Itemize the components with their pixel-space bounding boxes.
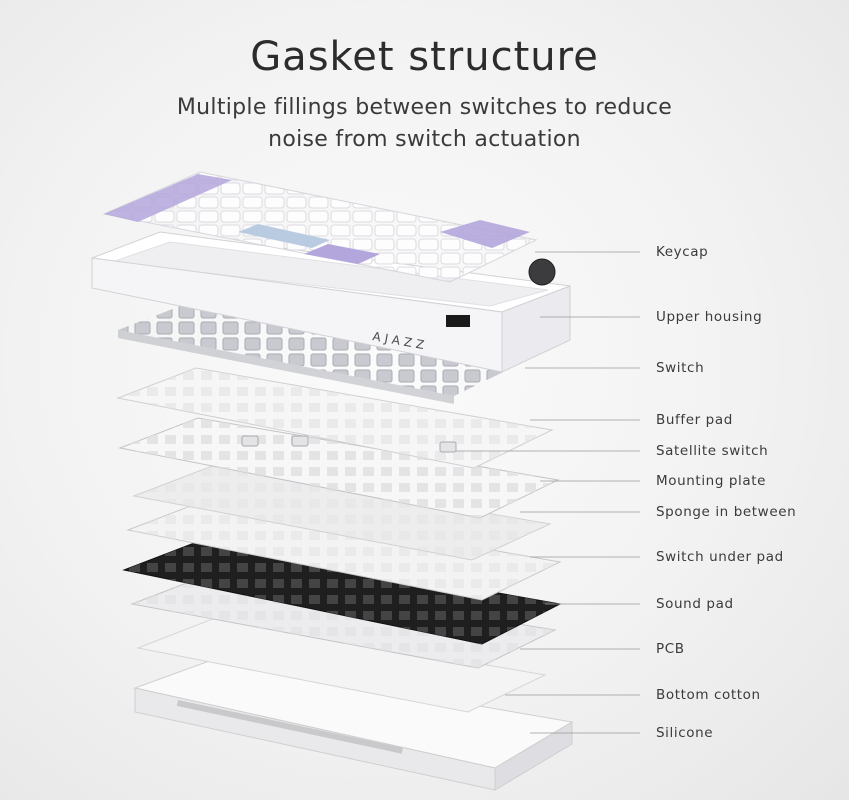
layer-silicone-case [133,659,574,791]
layer-bottom-cotton [136,617,547,713]
page-title: Gasket structure [250,34,599,80]
subtitle-line-1: Multiple fillings between switches to re… [176,95,673,120]
layer-keycaps [102,171,556,286]
label-bottom-cotton: Bottom cotton [656,687,761,703]
layer-pcb [130,573,557,669]
label-sponge-in-between: Sponge in between [656,504,797,520]
subtitle-line-2: noise from switch actuation [268,127,581,152]
label-silicone: Silicone [656,725,714,741]
page-subtitle: Multiple fillings between switches to re… [0,92,849,156]
label-keycap: Keycap [656,244,709,260]
label-pcb: PCB [656,641,685,657]
volume-knob [528,258,556,286]
layer-upper-housing [91,231,571,373]
label-mounting-plate: Mounting plate [656,473,767,489]
layer-mounting-plate [118,417,560,519]
label-satellite-switch: Satellite switch [656,443,769,459]
layer-sponge [132,465,552,561]
satellite-switches [241,435,457,453]
label-buffer-pad: Buffer pad [656,412,733,428]
layer-switches [118,300,532,404]
layer-switch-under-pad [126,499,562,601]
label-switch-under-pad: Switch under pad [656,549,784,565]
leader-lines [456,251,640,734]
label-upper-housing: Upper housing [656,309,763,325]
label-sound-pad: Sound pad [656,596,734,612]
label-switch: Switch [656,360,705,376]
